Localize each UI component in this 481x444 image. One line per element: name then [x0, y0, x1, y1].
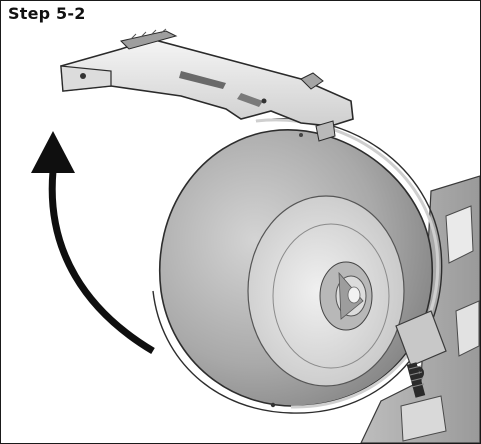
motor-hub: [319, 261, 373, 331]
curved-arrow-up: [31, 131, 155, 355]
mounting-bracket: [60, 28, 354, 142]
fan-housing: [152, 118, 443, 414]
step-title: Step 5-2: [8, 4, 86, 23]
mounting-screw: [406, 362, 426, 398]
